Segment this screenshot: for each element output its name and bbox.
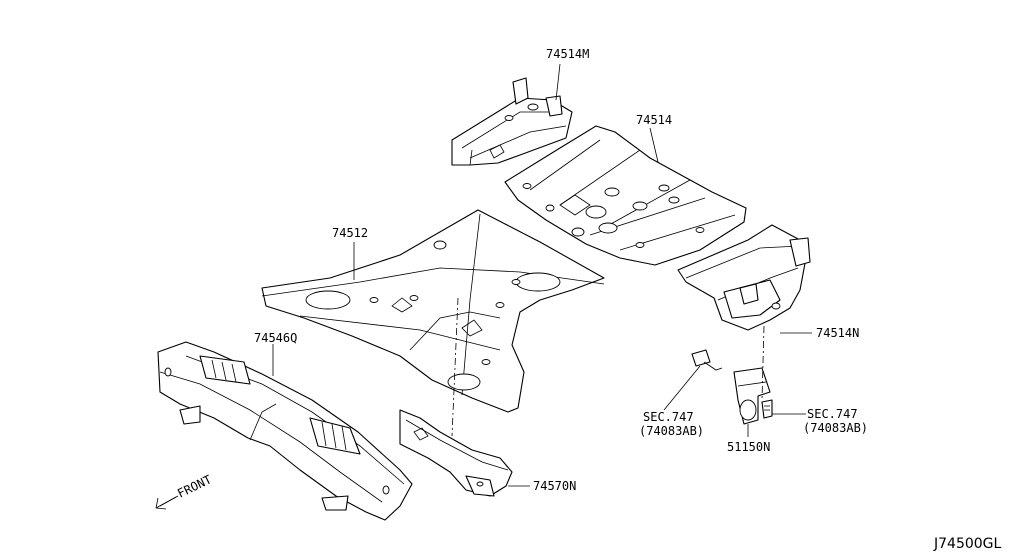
callout-74512: 74512 [332,226,368,240]
callout-51150n: 51150N [727,440,770,454]
part-74512 [261,209,605,413]
callout-74514n: 74514N [816,326,859,340]
callout-sec747-left-line2: (74083AB) [639,424,704,438]
bolt-right [761,399,773,419]
leader-lines [272,63,812,487]
callout-74514m: 74514M [546,47,589,61]
part-74514 [504,125,747,266]
part-74546q [157,341,413,521]
callout-74546q: 74546Q [254,331,297,345]
part-74514m [451,77,573,166]
part-74514n [677,224,811,331]
callout-74570n: 74570N [533,479,576,493]
part-51150n [733,367,771,425]
front-arrow-icon [155,495,179,510]
bolt-left [691,349,723,371]
front-label: FRONT [175,472,214,500]
callout-74514: 74514 [636,113,672,127]
callout-sec747-right-line2: (74083AB) [803,421,868,435]
part-74570n [399,409,513,497]
callout-sec747-left-line1: SEC.747 [643,410,694,424]
callout-sec747-right-line1: SEC.747 [807,407,858,421]
diagram-code: J74500GL [933,536,1002,552]
